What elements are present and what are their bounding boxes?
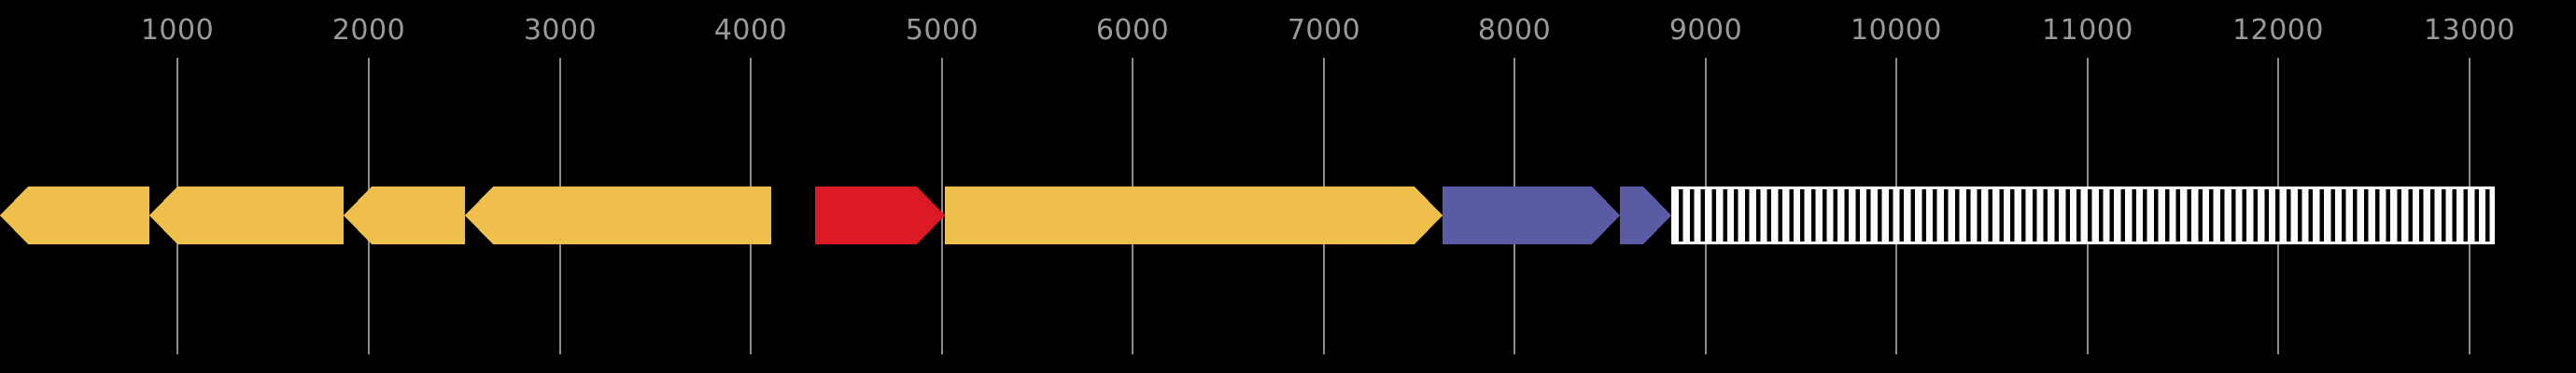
feature-gene-1[interactable] xyxy=(0,186,149,244)
axis-tick-label: 3000 xyxy=(523,14,598,47)
axis-tick-label: 2000 xyxy=(331,14,406,47)
feature-gene-8[interactable] xyxy=(1620,186,1671,244)
feature-gene-2[interactable] xyxy=(149,186,344,244)
feature-track xyxy=(0,186,2576,244)
axis-tick-label: 5000 xyxy=(905,14,979,47)
gridline-5000 xyxy=(941,58,943,354)
feature-gene-3[interactable] xyxy=(344,186,465,244)
axis-tick-label: 1000 xyxy=(140,14,215,47)
axis-tick-label: 6000 xyxy=(1095,14,1170,47)
axis-tick-label: 8000 xyxy=(1477,14,1552,47)
axis-tick-label: 9000 xyxy=(1668,14,1743,47)
feature-gene-6[interactable] xyxy=(945,186,1443,244)
axis-tick-label: 7000 xyxy=(1287,14,1361,47)
axis-tick-label: 4000 xyxy=(713,14,788,47)
axis-tick-label: 11000 xyxy=(2042,14,2133,47)
axis-tick-label: 13000 xyxy=(2424,14,2515,47)
feature-repeat-region[interactable] xyxy=(1671,186,2495,244)
axis-tick-label: 12000 xyxy=(2232,14,2324,47)
feature-gene-7[interactable] xyxy=(1443,186,1620,244)
axis-tick-label: 10000 xyxy=(1851,14,1942,47)
feature-gene-4[interactable] xyxy=(465,186,771,244)
feature-gene-5[interactable] xyxy=(815,186,945,244)
